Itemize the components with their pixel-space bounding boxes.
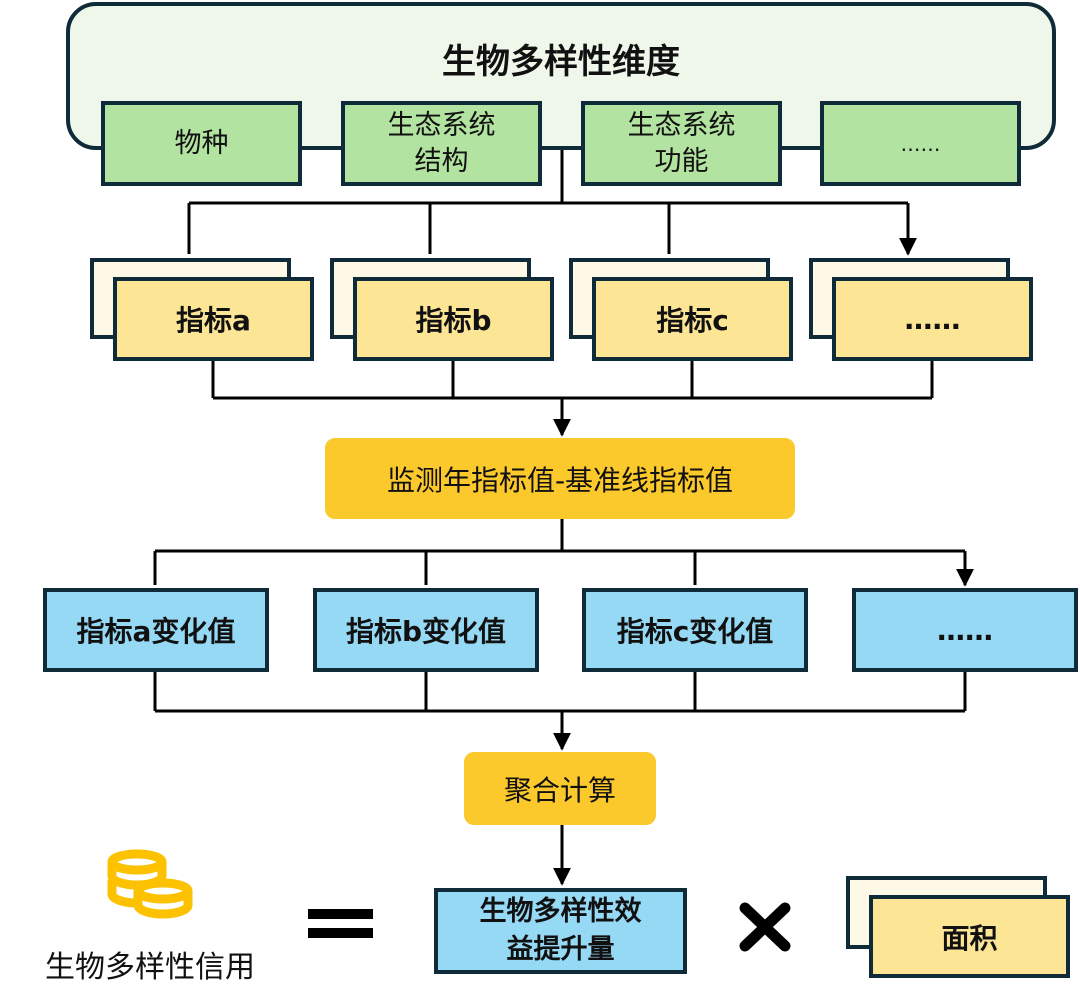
uplift-box: 生物多样性效 益提升量: [434, 888, 687, 974]
label: 指标a变化值: [76, 615, 236, 648]
label: 生态系统 结构: [387, 109, 496, 177]
dimension-box: 生态系统 功能: [581, 101, 782, 186]
label: ……: [900, 131, 941, 156]
equals-icon: [308, 909, 373, 938]
coins-icon: [107, 849, 193, 919]
multiply-icon: [739, 902, 791, 952]
indicator-box: 指标a: [113, 277, 314, 361]
dimension-box: ……: [820, 101, 1021, 186]
credit-label: 生物多样性信用: [15, 940, 285, 988]
area-box: 面积: [869, 895, 1070, 978]
label: 面积: [941, 921, 998, 955]
label: ……: [904, 302, 961, 336]
change-box: 指标b变化值: [313, 588, 539, 672]
change-box: 指标c变化值: [582, 588, 808, 672]
label: 聚合计算: [503, 773, 616, 807]
indicator-box: 指标c: [592, 277, 793, 361]
label: ……: [937, 613, 993, 647]
label: 监测年指标值-基准线指标值: [386, 463, 734, 497]
label: 生物多样性效 益提升量: [479, 896, 642, 965]
label: 指标c: [656, 304, 729, 337]
label: 指标b: [415, 304, 492, 337]
dimension-box: 生态系统 结构: [341, 101, 542, 186]
label: 指标a: [176, 304, 251, 337]
label: 指标b变化值: [345, 615, 507, 648]
aggregate-box: 聚合计算: [464, 752, 656, 825]
difference-box: 监测年指标值-基准线指标值: [325, 438, 795, 519]
dimension-box: 物种: [101, 101, 302, 186]
label: 生物多样性信用: [45, 950, 255, 985]
indicator-box: 指标b: [353, 277, 554, 361]
change-box: ……: [852, 588, 1078, 672]
label: 物种: [174, 127, 229, 159]
indicator-box: ……: [832, 277, 1033, 361]
change-box: 指标a变化值: [43, 588, 269, 672]
label: 指标c变化值: [616, 615, 774, 648]
dimension-container: 生物多样性维度: [66, 2, 1056, 150]
title: 生物多样性维度: [442, 42, 680, 82]
label: 生态系统 功能: [627, 109, 736, 177]
